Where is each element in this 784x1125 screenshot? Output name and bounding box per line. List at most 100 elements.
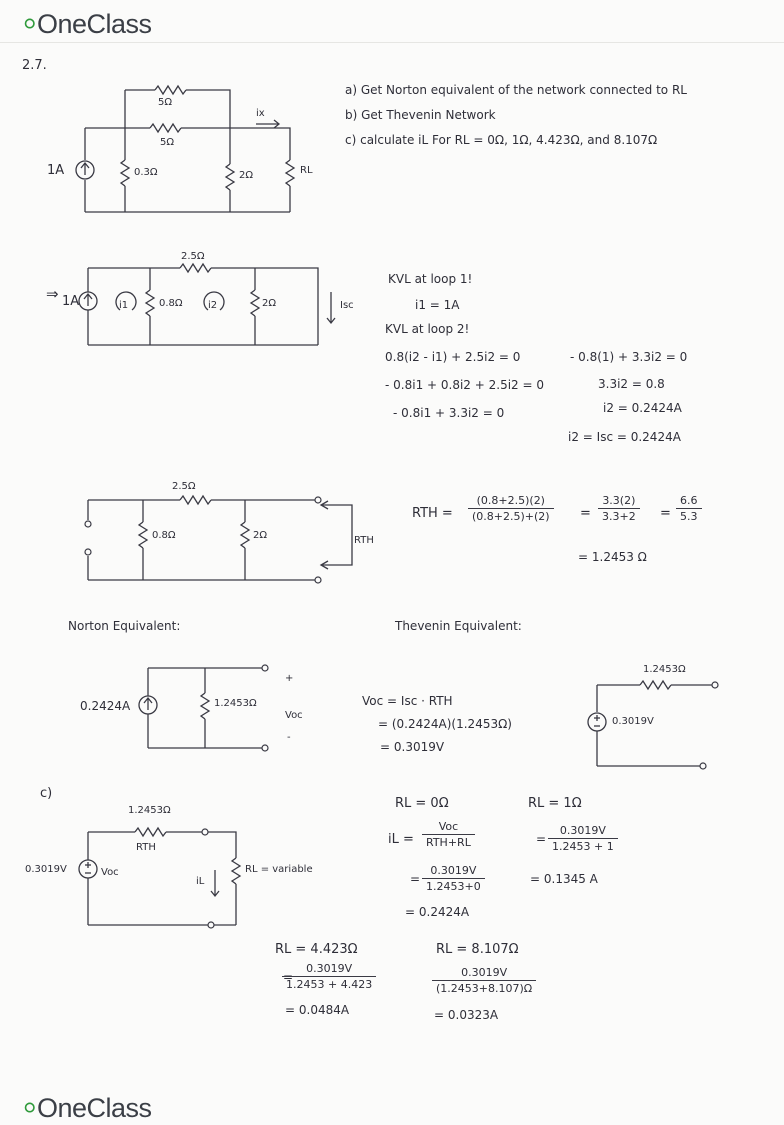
case8-frac-num: 0.3019V [432,966,537,981]
c2-arrow: ⇒ [46,285,59,303]
case0-title: RL = 0Ω [395,796,449,811]
case4-result: = 0.0484A [285,1003,350,1017]
norton-r: 1.2453Ω [214,698,257,709]
rth-frac-1-num: (0.8+2.5)(2) [468,494,554,509]
rth-eq-1: = [580,506,591,521]
kvl-l2: i1 = 1A [415,298,460,312]
rth-frac-1-den: (0.8+2.5)+(2) [472,510,550,523]
rth-eq-2: = [660,506,671,521]
norton-voc: Voc [285,710,303,721]
kvl-r2: 3.3i2 = 0.8 [598,377,665,391]
case0-frac-1-num: Voc [422,820,475,835]
case4-title: RL = 4.423Ω [275,942,358,957]
case1-eq: = [536,832,547,846]
c1-r-mid: 5Ω [160,137,175,148]
oneclass-logo-bottom: ⸰OneClass [22,1093,152,1123]
problem-number: 2.7. [22,58,47,73]
rth-frac-3: 6.6 5.3 [676,494,702,523]
rth-frac-1: (0.8+2.5)(2) (0.8+2.5)+(2) [468,494,554,523]
pc-r-val: 1.2453Ω [128,805,171,816]
c3-r1: 0.8Ω [152,530,176,541]
leaf-icon: ⸰ [22,1093,37,1123]
page-divider [0,42,784,43]
part-c-circuit [78,826,242,929]
c3-rth: RTH [354,535,374,546]
case8-frac-den: (1.2453+8.107)Ω [436,982,533,995]
case4-frac: 0.3019V 1.2453 + 4.423 [282,962,377,991]
c1-r-top: 5Ω [158,97,173,108]
leaf-icon: ⸰ [22,9,37,39]
c1-r2: 2Ω [239,170,254,181]
rth-lhs: RTH = [412,506,453,521]
norton-title: Norton Equivalent: [68,619,181,633]
norton-minus: - [287,732,291,743]
thevenin-source: 0.3019V [612,716,654,727]
pc-voc: Voc [101,867,119,878]
case1-title: RL = 1Ω [528,796,582,811]
kvl-l4: 0.8(i2 - i1) + 2.5i2 = 0 [385,350,521,364]
c1-source: 1A [47,163,65,178]
kvl-l5: - 0.8i1 + 0.8i2 + 2.5i2 = 0 [385,378,544,392]
circuit-3 [84,494,353,584]
case4-frac-num: 0.3019V [282,962,377,977]
case0-frac-2: 0.3019V 1.2453+0 [422,864,485,893]
c3-r-top: 2.5Ω [172,481,196,492]
thevenin-title: Thevenin Equivalent: [395,619,522,633]
c1-rl: RL [300,165,313,176]
case0-frac-2-den: 1.2453+0 [426,880,481,893]
oneclass-logo-top: ⸰OneClass [22,9,152,39]
case8-result: = 0.0323A [434,1008,499,1022]
rth-frac-3-num: 6.6 [676,494,702,509]
c2-r-top: 2.5Ω [181,251,205,262]
case0-frac-1-den: RTH+RL [426,836,471,849]
kvl-r3: i2 = 0.2424A [603,401,682,415]
pc-source: 0.3019V [25,864,67,875]
kvl-l6: - 0.8i1 + 3.3i2 = 0 [393,406,505,420]
thevenin-l2: = (0.2424A)(1.2453Ω) [378,717,512,731]
case8-title: RL = 8.107Ω [436,942,519,957]
c2-loop2: i2 [208,300,218,311]
case4-eq: = [283,970,294,984]
c3-r2: 2Ω [253,530,268,541]
case1-frac: 0.3019V 1.2453 + 1 [548,824,618,853]
pc-il: iL [196,876,205,887]
c1-r1: 0.3Ω [134,167,158,178]
rth-frac-2: 3.3(2) 3.3+2 [598,494,640,523]
norton-circuit [138,664,269,752]
case0-eq: = [410,872,421,886]
circuit-2 [78,262,336,346]
rth-result: = 1.2453 Ω [578,550,647,564]
thevenin-l3: = 0.3019V [380,740,445,754]
case0-frac-1: Voc RTH+RL [422,820,475,849]
case1-result: = 0.1345 A [530,872,598,886]
case0-frac-2-num: 0.3019V [422,864,485,879]
circuit-1 [75,84,296,213]
c2-source: 1A [62,294,80,309]
case1-frac-num: 0.3019V [548,824,618,839]
thevenin-r: 1.2453Ω [643,664,686,675]
c2-r2: 2Ω [262,298,277,309]
task-a: a) Get Norton equivalent of the network … [345,83,687,97]
thevenin-l1: Voc = Isc · RTH [362,694,453,708]
kvl-l3: KVL at loop 2! [385,322,470,336]
c1-ix: ix [256,108,265,119]
case1-frac-den: 1.2453 + 1 [552,840,614,853]
task-b: b) Get Thevenin Network [345,108,496,122]
kvl-r4: i2 = Isc = 0.2424A [568,430,681,444]
norton-source: 0.2424A [80,699,131,713]
case0-result: = 0.2424A [405,905,470,919]
rth-frac-3-den: 5.3 [680,510,698,523]
case8-frac: 0.3019V (1.2453+8.107)Ω [432,966,537,995]
kvl-r1: - 0.8(1) + 3.3i2 = 0 [570,350,688,364]
task-c: c) calculate iL For RL = 0Ω, 1Ω, 4.423Ω,… [345,133,658,147]
norton-plus: + [285,673,294,684]
case4-frac-den: 1.2453 + 4.423 [286,978,373,991]
thevenin-circuit [587,679,719,770]
c2-r1: 0.8Ω [159,298,183,309]
case0-lhs: iL = [388,832,414,847]
part-c-label: c) [40,786,53,801]
rth-frac-2-den: 3.3+2 [602,510,636,523]
pc-rl: RL = variable [245,864,313,875]
kvl-l1: KVL at loop 1! [388,272,473,286]
